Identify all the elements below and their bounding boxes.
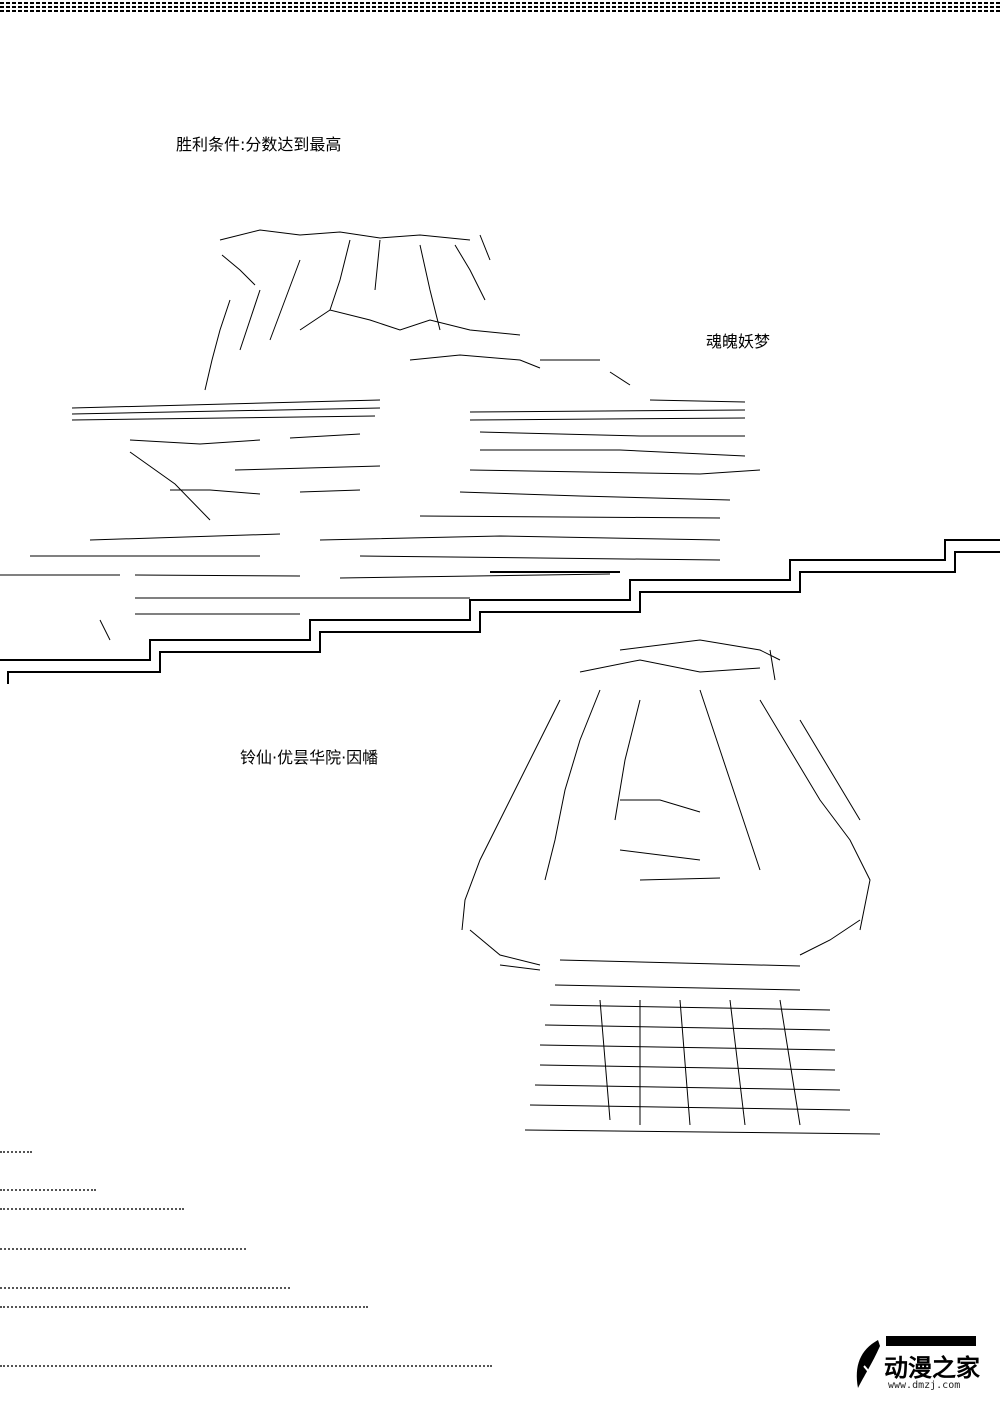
- dotted-line: [0, 1306, 368, 1308]
- dotted-line: [0, 1287, 290, 1289]
- dotted-line: [0, 1365, 492, 1367]
- youmu-figure: [0, 229, 761, 641]
- character-name-reisen: 铃仙·优昙华院·因幡: [240, 748, 379, 767]
- dotted-line: [0, 1189, 96, 1191]
- victory-condition-label: 胜利条件:分数达到最高: [176, 135, 342, 154]
- dotted-line: [0, 1248, 246, 1250]
- logo-text: 动漫之家: [884, 1354, 980, 1382]
- dotted-line: [0, 1208, 184, 1210]
- reisen-figure: [461, 639, 881, 1135]
- logo-url: www.dmzj.com: [888, 1380, 961, 1391]
- top-double-border: [0, 2, 1000, 12]
- dotted-line: [0, 1151, 32, 1153]
- logo-bar: [886, 1336, 976, 1346]
- logo-leaf-icon: [856, 1340, 880, 1388]
- staircase-lines: [0, 539, 1000, 684]
- site-logo: 动漫之家 www.dmzj.com: [850, 1336, 980, 1394]
- character-name-youmu: 魂魄妖梦: [706, 332, 771, 351]
